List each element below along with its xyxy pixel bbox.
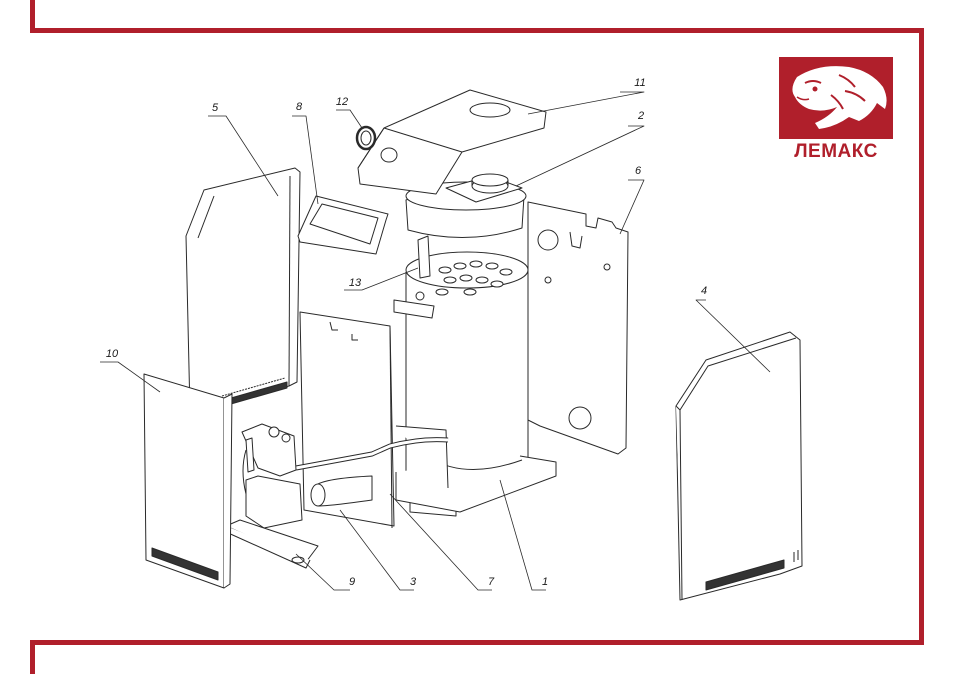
part-4-right-side-panel <box>676 332 802 600</box>
callout-4: 4 <box>694 285 714 297</box>
part-9-base-plate <box>226 520 318 568</box>
callout-9: 9 <box>342 576 362 588</box>
callout-11: 11 <box>630 77 650 89</box>
brand-logo <box>779 57 893 139</box>
leopard-head-icon <box>779 57 893 139</box>
callout-6: 6 <box>628 165 648 177</box>
brand-wordmark: ЛЕМАКС <box>779 142 893 162</box>
callout-3: 3 <box>403 576 423 588</box>
callout-1: 1 <box>535 576 555 588</box>
callout-12: 12 <box>332 96 352 108</box>
callout-10: 10 <box>102 348 122 360</box>
part-11-top-cover <box>358 90 546 194</box>
part-5-left-side-panel <box>186 168 300 412</box>
callout-13: 13 <box>345 277 365 289</box>
callout-2: 2 <box>631 110 651 122</box>
part-6-rear-panel <box>528 202 628 454</box>
part-8-inspection-frame <box>298 196 388 254</box>
part-12-flue-collar <box>357 127 375 149</box>
part-10-front-door <box>144 374 232 588</box>
callout-5: 5 <box>205 102 225 114</box>
gas-valve-assembly <box>242 424 302 528</box>
callout-8: 8 <box>289 101 309 113</box>
callout-7: 7 <box>481 576 501 588</box>
